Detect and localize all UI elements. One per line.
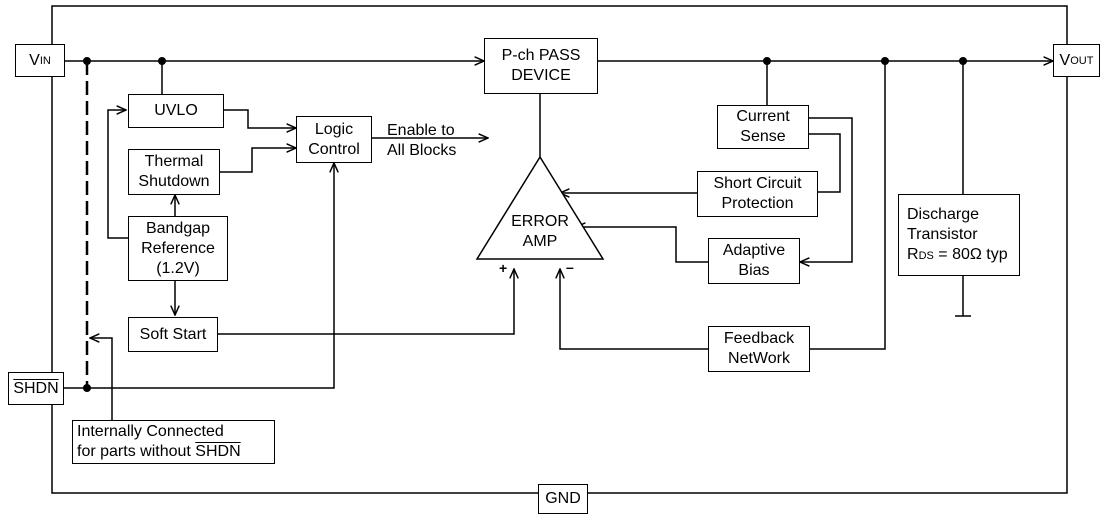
thermal-shutdown-block: Thermal Shutdown: [128, 149, 220, 195]
enable-label: Enable to All Blocks: [387, 122, 457, 159]
junction-dot: [959, 57, 967, 65]
current-sense-block: Current Sense: [717, 105, 809, 149]
note-line1: Internally Connected: [77, 423, 224, 440]
short-circuit-protection-block: Short Circuit Protection: [697, 171, 818, 217]
pin-gnd: GND: [538, 484, 588, 514]
amp-plus-sign: +: [499, 260, 508, 276]
discharge-line1: Discharge: [907, 205, 980, 223]
note-line2: for parts without SHDN: [77, 443, 241, 460]
pin-vin-subscript: IN: [39, 54, 51, 67]
amp-minus-sign: –: [566, 259, 574, 275]
feedback-network-block: Feedback NetWork: [708, 326, 810, 372]
pass-device-block: P-ch PASS DEVICE: [484, 38, 598, 94]
pin-vin-label: V: [29, 51, 40, 69]
junction-dot: [158, 57, 166, 65]
pin-vout-subscript: OUT: [1070, 54, 1094, 67]
discharge-line2: Transistor: [907, 225, 978, 243]
discharge-resistance: RDS = 80Ω typ: [907, 245, 1008, 263]
error-amp-triangle: [475, 155, 605, 260]
junction-dot: [83, 384, 91, 392]
pin-gnd-label: GND: [545, 490, 581, 507]
logic-control-block: Logic Control: [296, 116, 372, 163]
junction-dot: [83, 57, 91, 65]
bandgap-reference-block: Bandgap Reference (1.2V): [128, 216, 228, 281]
soft-start-block: Soft Start: [128, 317, 218, 352]
junction-dot: [881, 57, 889, 65]
error-amp-label: ERROR AMP: [511, 213, 569, 250]
discharge-transistor-block: Discharge Transistor RDS = 80Ω typ: [898, 194, 1020, 276]
pin-shdn-label: SHDN: [13, 379, 59, 397]
pin-vout-label: V: [1059, 51, 1071, 69]
pin-shdn: SHDN: [8, 372, 64, 405]
uvlo-block: UVLO: [128, 94, 224, 128]
adaptive-bias-block: Adaptive Bias: [708, 238, 800, 284]
internal-connection-note: Internally Connected for parts without S…: [72, 420, 275, 464]
junction-dot: [763, 57, 771, 65]
